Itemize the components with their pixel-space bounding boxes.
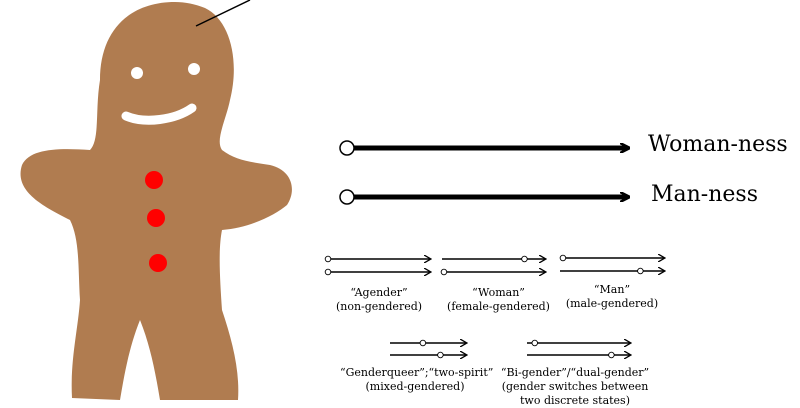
- caption-title: “Genderqueer”;“two-spirit”: [340, 366, 494, 379]
- mini-level-dot: [559, 254, 567, 262]
- mini-level-dot: [324, 268, 332, 276]
- mini-genderqueer: [390, 340, 466, 358]
- example-caption-genderqueer: “Genderqueer”;“two-spirit” (mixed-gender…: [340, 366, 494, 394]
- mini-bigender: [527, 340, 630, 358]
- mini-level-dot: [521, 255, 528, 263]
- mini-man: [559, 254, 664, 275]
- mini-woman: [440, 255, 545, 276]
- mini-level-dot: [608, 351, 615, 359]
- mini-agender: [324, 255, 430, 276]
- mini-level-dot: [440, 268, 448, 276]
- caption-subtitle: (male-gendered): [565, 297, 659, 310]
- example-caption-agender: “Agender” (non-gendered): [329, 286, 429, 314]
- gingerbread-person: [20, 0, 292, 400]
- left-eye: [131, 67, 143, 79]
- caption-subtitle: (non-gendered): [335, 300, 423, 313]
- smile: [121, 103, 197, 125]
- caption-subtitle: (female-gendered): [447, 300, 550, 313]
- main-axis-woman: [339, 140, 628, 156]
- caption-subtitle: (gender switches between: [501, 380, 649, 393]
- pointer-line: [195, 0, 251, 27]
- example-caption-man: “Man” (male-gendered): [557, 283, 667, 311]
- caption-subtitle-2: two discrete states): [519, 394, 630, 407]
- man-ness-label: Man-ness: [651, 182, 759, 207]
- right-eye: [188, 63, 200, 75]
- button-1: [145, 171, 163, 189]
- button-2: [147, 209, 165, 227]
- gingerbread-body: [20, 2, 292, 400]
- caption-title: “Woman”: [472, 286, 525, 299]
- main-axis-man: [339, 189, 628, 205]
- woman-ness-label: Woman-ness: [648, 132, 788, 157]
- caption-subtitle: (mixed-gendered): [365, 380, 465, 393]
- caption-title: “Man”: [593, 283, 631, 296]
- mini-level-dot: [437, 351, 444, 359]
- example-caption-woman: “Woman” (female-gendered): [441, 286, 556, 314]
- mini-level-dot: [419, 339, 427, 347]
- axis-origin: [339, 189, 355, 205]
- example-caption-bigender: “Bi-gender”/“dual-gender” (gender switch…: [500, 366, 650, 408]
- mini-level-dot: [324, 255, 332, 263]
- mini-level-dot: [531, 339, 539, 347]
- caption-title: “Agender”: [350, 286, 408, 299]
- axis-origin: [339, 140, 355, 156]
- button-3: [149, 254, 167, 272]
- mini-level-dot: [637, 267, 644, 275]
- caption-title: “Bi-gender”/“dual-gender”: [500, 366, 650, 379]
